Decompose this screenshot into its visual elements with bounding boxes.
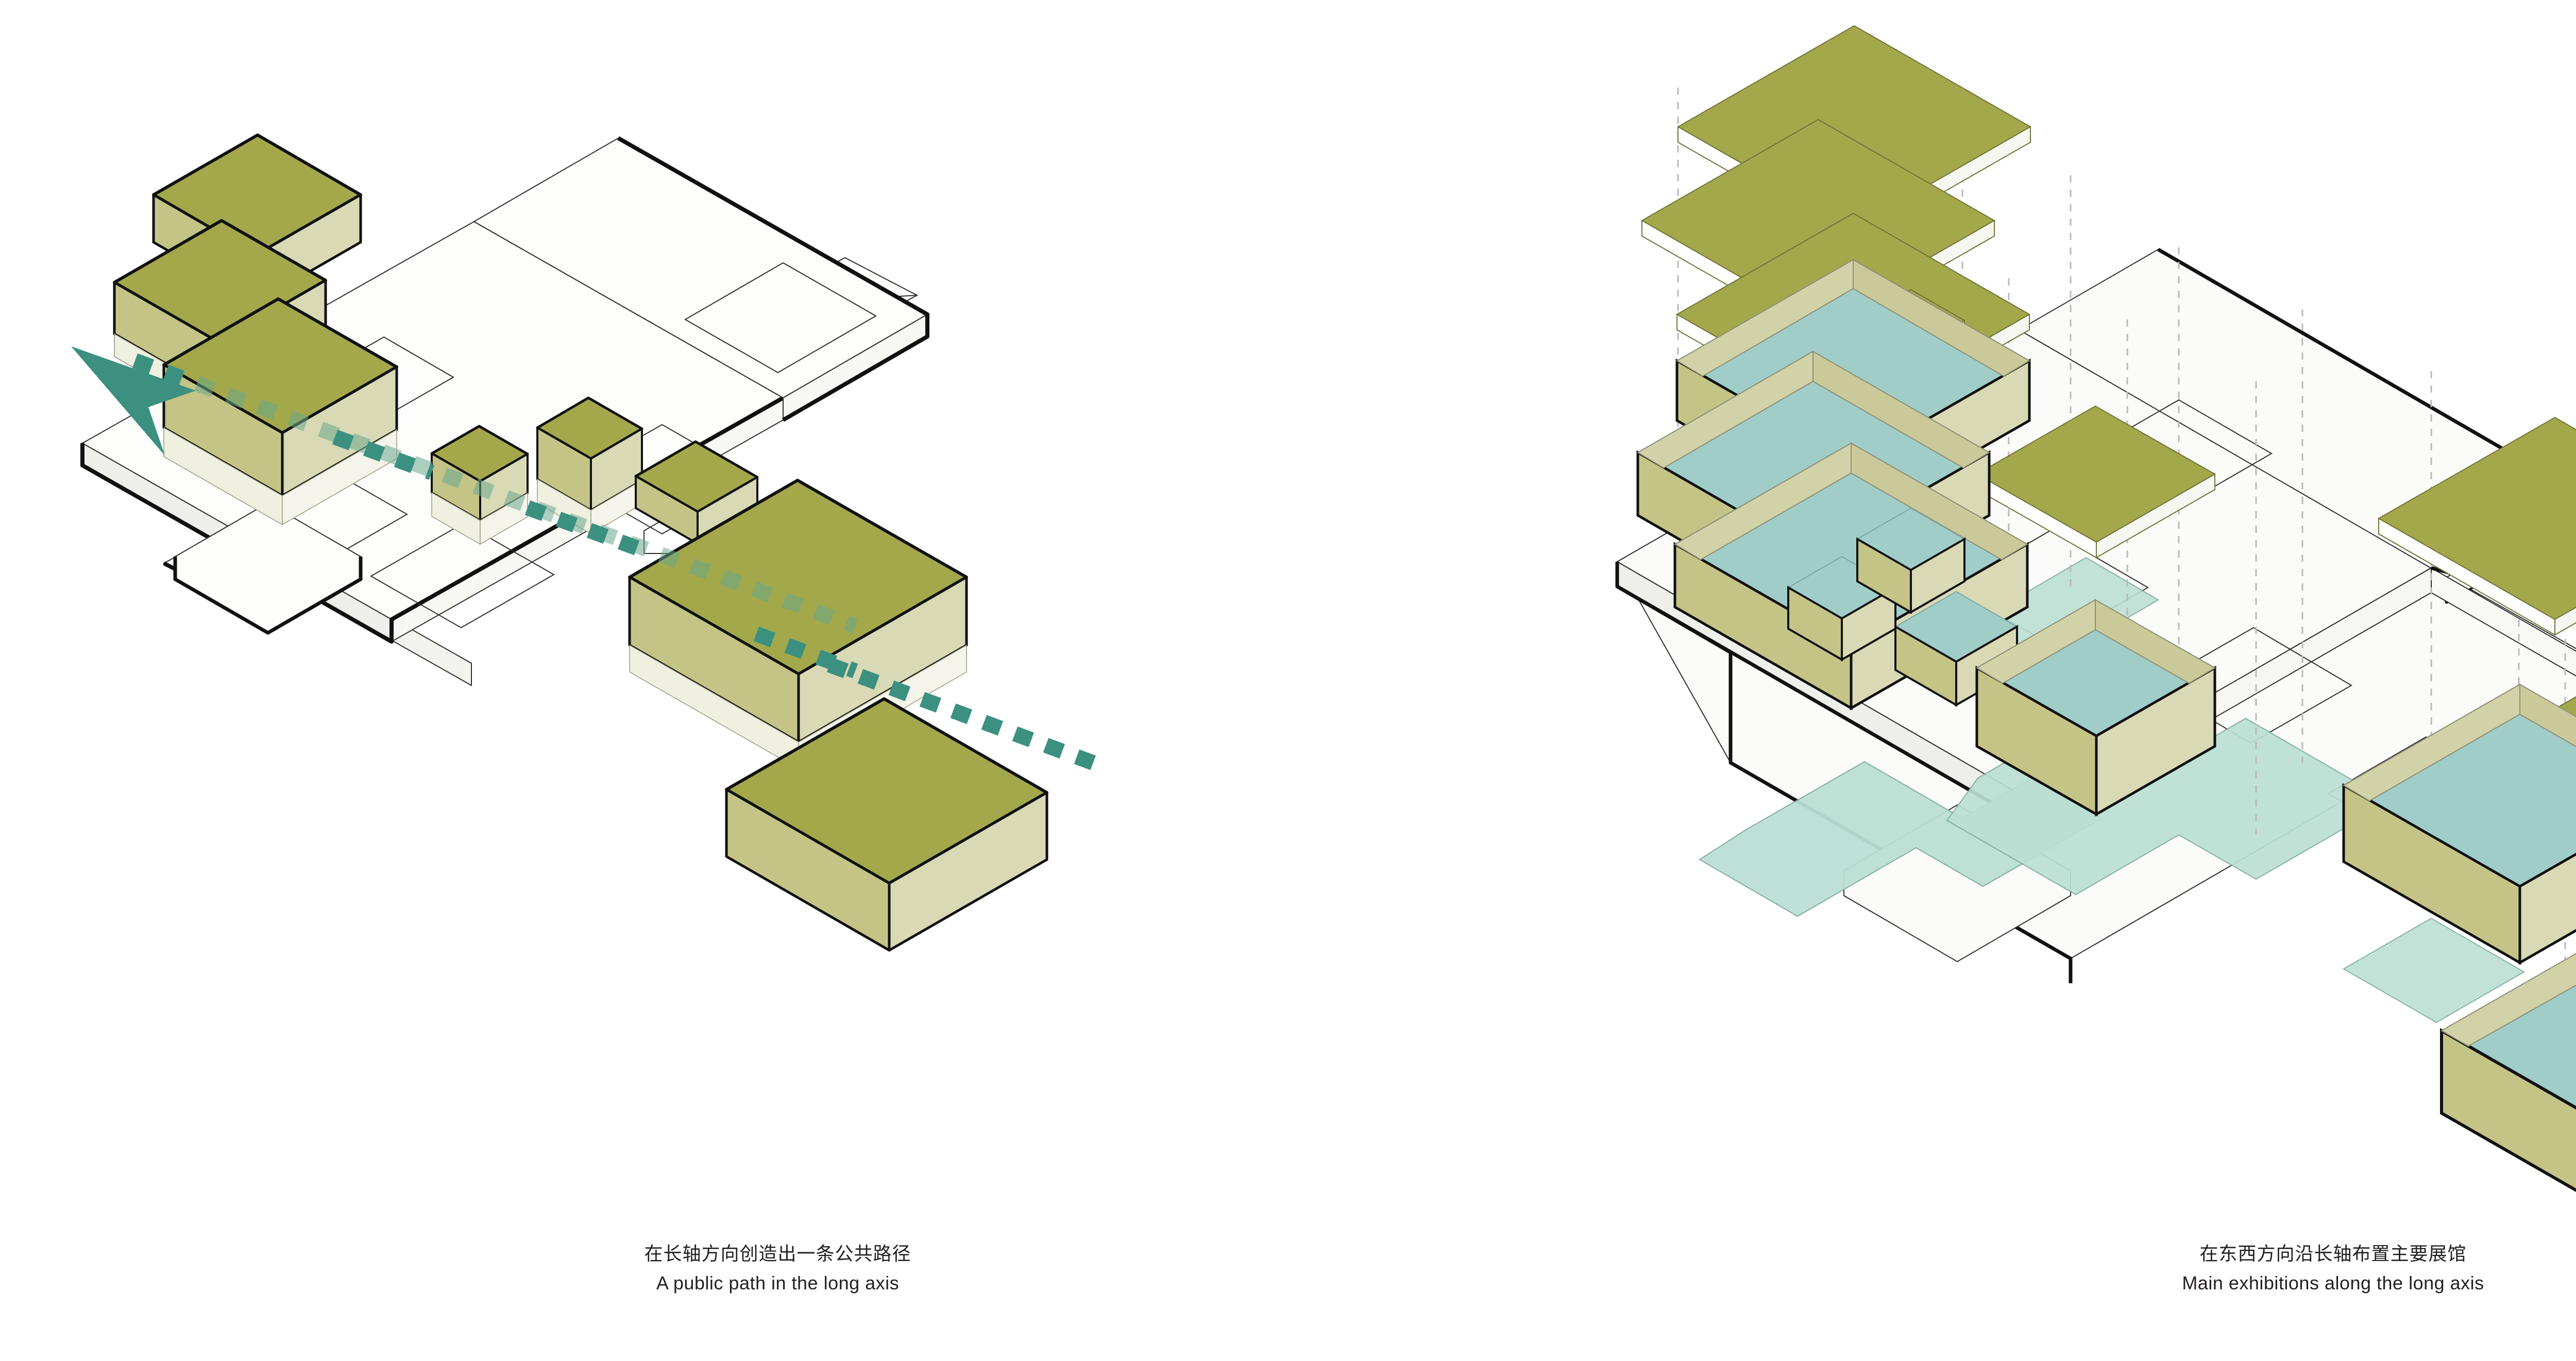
caption-right-en: Main exhibitions along the long axis [2182, 1272, 2484, 1293]
right-isometric-stage [1555, 0, 2576, 1237]
left-isometric-svg [71, 133, 1106, 952]
site-plinth-left [80, 136, 929, 686]
open-box-8 [2342, 683, 2576, 965]
roof-plate-7 [1975, 405, 2216, 559]
caption-left: 在长轴方向创造出一条公共路径 A public path in the long… [0, 1239, 1555, 1298]
open-box-9 [2440, 953, 2576, 1192]
green-volume-5 [536, 396, 643, 535]
green-volume-8 [725, 697, 1048, 952]
caption-right: 在东西方向沿长轴布置主要展馆 Main exhibitions along th… [1555, 1239, 2576, 1298]
arrow-northwest-icon [71, 346, 196, 456]
caption-left-cn: 在长轴方向创造出一条公共路径 [644, 1243, 911, 1264]
caption-right-cn: 在东西方向沿长轴布置主要展馆 [2199, 1243, 2467, 1264]
right-isometric-svg [1615, 25, 2576, 1192]
roof-plate-8 [2377, 416, 2576, 636]
open-box-5 [1856, 507, 1966, 614]
green-volume-6 [634, 440, 759, 545]
caption-left-en: A public path in the long axis [656, 1272, 900, 1293]
open-box-7 [1975, 599, 2216, 817]
panel-main-exhibitions: 在东西方向沿长轴布置主要展馆 Main exhibitions along th… [1555, 0, 2576, 1361]
open-box-3 [1673, 442, 2029, 711]
public-path-overlay [132, 353, 1106, 774]
left-isometric-stage [71, 133, 1106, 952]
panel-public-path: 在长轴方向创造出一条公共路径 A public path in the long… [0, 133, 1555, 1298]
